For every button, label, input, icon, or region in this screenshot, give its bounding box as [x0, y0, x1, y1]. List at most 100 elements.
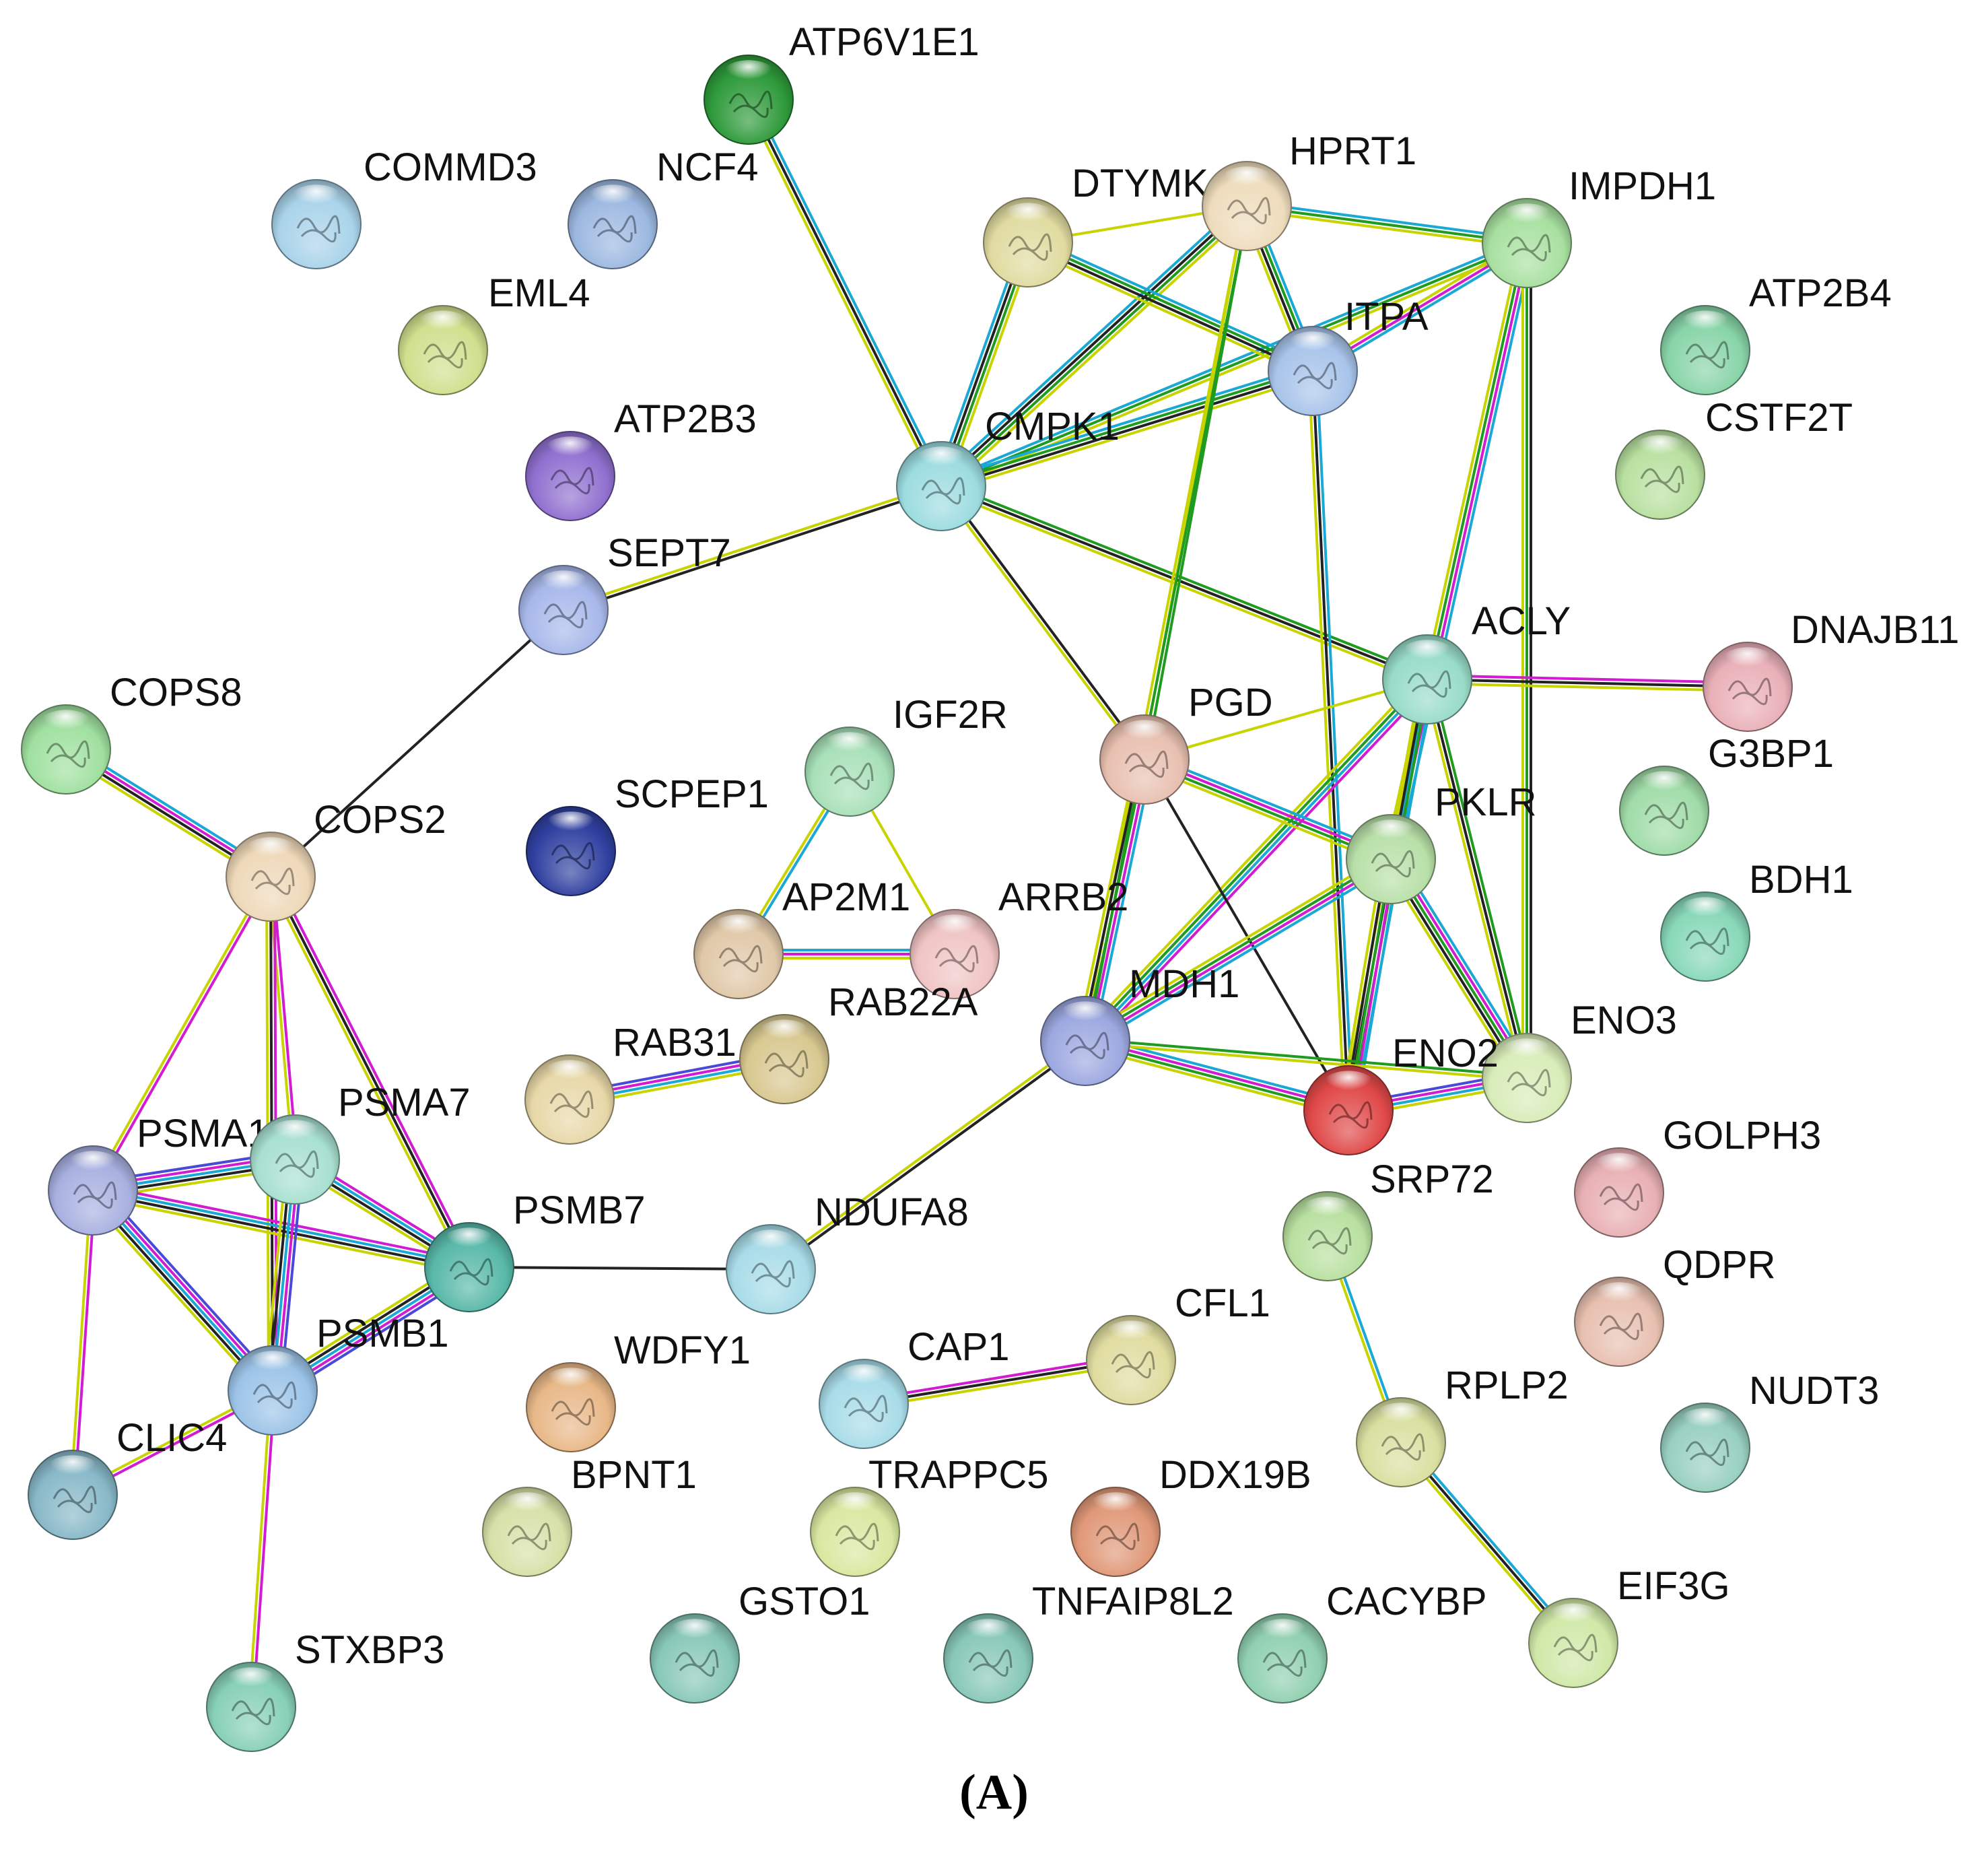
protein-structure-icon: [1685, 1438, 1729, 1467]
node-eno2[interactable]: ENO2: [1303, 1032, 1499, 1155]
node-ddx19b[interactable]: DDX19B: [1070, 1453, 1311, 1577]
node-sept7[interactable]: SEPT7: [518, 531, 731, 655]
protein-structure-icon: [1328, 1101, 1373, 1129]
node-qdpr[interactable]: QDPR: [1574, 1243, 1776, 1367]
node-gloss: [1103, 1320, 1159, 1351]
node-gloss: [757, 1019, 812, 1050]
edge-strand-neighborhood: [1084, 1038, 1529, 1078]
node-eno3[interactable]: ENO3: [1482, 999, 1677, 1123]
node-stxbp3[interactable]: STXBP3: [206, 1628, 444, 1752]
edge-strand-textmining: [743, 100, 939, 490]
node-ndufa8[interactable]: NDUFA8: [726, 1190, 969, 1314]
edge-pgd-eno2: [1143, 758, 1350, 1112]
node-gloss: [267, 1120, 322, 1151]
node-srp72[interactable]: SRP72: [1282, 1157, 1494, 1281]
node-rab22a[interactable]: RAB22A: [739, 980, 978, 1104]
node-label: BPNT1: [571, 1453, 697, 1497]
node-bdh1[interactable]: BDH1: [1660, 858, 1853, 982]
node-cops8[interactable]: COPS8: [21, 671, 242, 795]
node-clic4[interactable]: CLIC4: [28, 1416, 227, 1540]
node-gloss: [667, 1619, 722, 1650]
node-ncf4[interactable]: NCF4: [568, 145, 758, 269]
node-commd3[interactable]: COMMD3: [271, 145, 537, 269]
node-acly[interactable]: ACLY: [1382, 599, 1571, 725]
node-hprt1[interactable]: HPRT1: [1202, 129, 1416, 251]
node-cfl1[interactable]: CFL1: [1086, 1281, 1270, 1405]
edge-strand-neighborhood: [941, 481, 1431, 677]
edge-strand-coexpression: [562, 486, 943, 613]
node-nudt3[interactable]: NUDT3: [1660, 1369, 1879, 1493]
node-gsto1[interactable]: GSTO1: [650, 1580, 870, 1704]
node-atp6v1e1[interactable]: ATP6V1E1: [704, 20, 980, 145]
edge-strand-databases: [1087, 863, 1396, 1048]
node-cap1[interactable]: CAP1: [819, 1325, 1010, 1449]
protein-structure-icon: [1640, 465, 1684, 494]
edge-strand-coexpression: [468, 1266, 772, 1271]
node-label: SRP72: [1370, 1157, 1494, 1201]
node-rab31[interactable]: RAB31: [524, 1021, 736, 1145]
node-atp2b3[interactable]: ATP2B3: [525, 397, 757, 521]
node-gloss: [1321, 1071, 1376, 1102]
edge-strand-experiments: [92, 1183, 472, 1263]
protein-structure-icon: [46, 740, 90, 768]
edge-strand-textmining: [561, 483, 942, 610]
node-label: STXBP3: [295, 1628, 444, 1672]
node-cacybp[interactable]: CACYBP: [1237, 1580, 1487, 1704]
node-label: WDFY1: [614, 1328, 751, 1372]
node-pgd[interactable]: PGD: [1099, 681, 1273, 805]
edge-strand-neighborhood: [1084, 758, 1146, 1042]
protein-structure-icon: [543, 601, 588, 629]
node-itpa[interactable]: ITPA: [1268, 295, 1429, 416]
node-label: QDPR: [1663, 1243, 1776, 1287]
node-label: PSMB7: [513, 1188, 646, 1232]
node-eml4[interactable]: EML4: [398, 271, 590, 395]
node-cops2[interactable]: COPS2: [226, 798, 446, 922]
protein-structure-icon: [73, 1181, 117, 1209]
node-cmpk1[interactable]: CMPK1: [896, 405, 1120, 531]
node-rplp2[interactable]: RPLP2: [1356, 1363, 1569, 1487]
node-pklr[interactable]: PKLR: [1346, 780, 1537, 904]
edge-strand-textmining: [1082, 1045, 1348, 1118]
node-arrb2[interactable]: ARRB2: [910, 875, 1128, 999]
node-label: TNFAIP8L2: [1032, 1580, 1234, 1623]
node-wdfy1[interactable]: WDFY1: [526, 1328, 751, 1452]
node-label: ITPA: [1344, 295, 1429, 339]
node-cstf2t[interactable]: CSTF2T: [1615, 396, 1853, 520]
node-scpep1[interactable]: SCPEP1: [526, 772, 769, 896]
node-label: CACYBP: [1326, 1580, 1487, 1623]
node-label: NUDT3: [1749, 1369, 1879, 1413]
edge-strand-databases: [1085, 679, 1431, 1044]
protein-structure-icon: [718, 945, 763, 973]
node-mdh1[interactable]: MDH1: [1040, 962, 1239, 1086]
edge-acly-eno3: [1422, 677, 1532, 1081]
node-psmb1[interactable]: PSMB1: [228, 1312, 449, 1436]
node-gloss: [1400, 640, 1455, 671]
node-dtymk[interactable]: DTYMK: [983, 162, 1208, 288]
edge-strand-textmining: [1422, 679, 1525, 1081]
node-gloss: [543, 436, 598, 467]
node-golph3[interactable]: GOLPH3: [1574, 1114, 1821, 1238]
edge-strand-coexpression: [1311, 370, 1350, 1112]
node-eif3g[interactable]: EIF3G: [1528, 1564, 1730, 1688]
node-psma1[interactable]: PSMA1: [48, 1112, 269, 1236]
node-tnfaip8l2[interactable]: TNFAIP8L2: [943, 1580, 1234, 1704]
edge-strand-coexpression: [770, 1041, 1088, 1273]
node-g3bp1[interactable]: G3BP1: [1619, 732, 1834, 856]
edge-strand-textmining: [69, 1188, 93, 1496]
node-psmb7[interactable]: PSMB7: [424, 1188, 646, 1312]
node-gloss: [914, 446, 969, 477]
edge-strand-experiments: [271, 875, 298, 1161]
node-impdh1[interactable]: IMPDH1: [1482, 164, 1716, 288]
protein-structure-icon: [1553, 1633, 1598, 1662]
node-atp2b4[interactable]: ATP2B4: [1660, 271, 1892, 395]
node-bpnt1[interactable]: BPNT1: [482, 1453, 697, 1577]
node-gloss: [536, 570, 591, 601]
edge-strand-databases: [935, 200, 1244, 483]
node-dnajb11[interactable]: DNAJB11: [1703, 608, 1959, 732]
node-ap2m1[interactable]: AP2M1: [693, 875, 910, 999]
node-igf2r[interactable]: IGF2R: [804, 693, 1008, 817]
node-trappc5[interactable]: TRAPPC5: [810, 1453, 1049, 1577]
node-psma7[interactable]: PSMA7: [250, 1081, 471, 1205]
node-gloss: [927, 914, 982, 945]
node-label: CFL1: [1175, 1281, 1270, 1325]
